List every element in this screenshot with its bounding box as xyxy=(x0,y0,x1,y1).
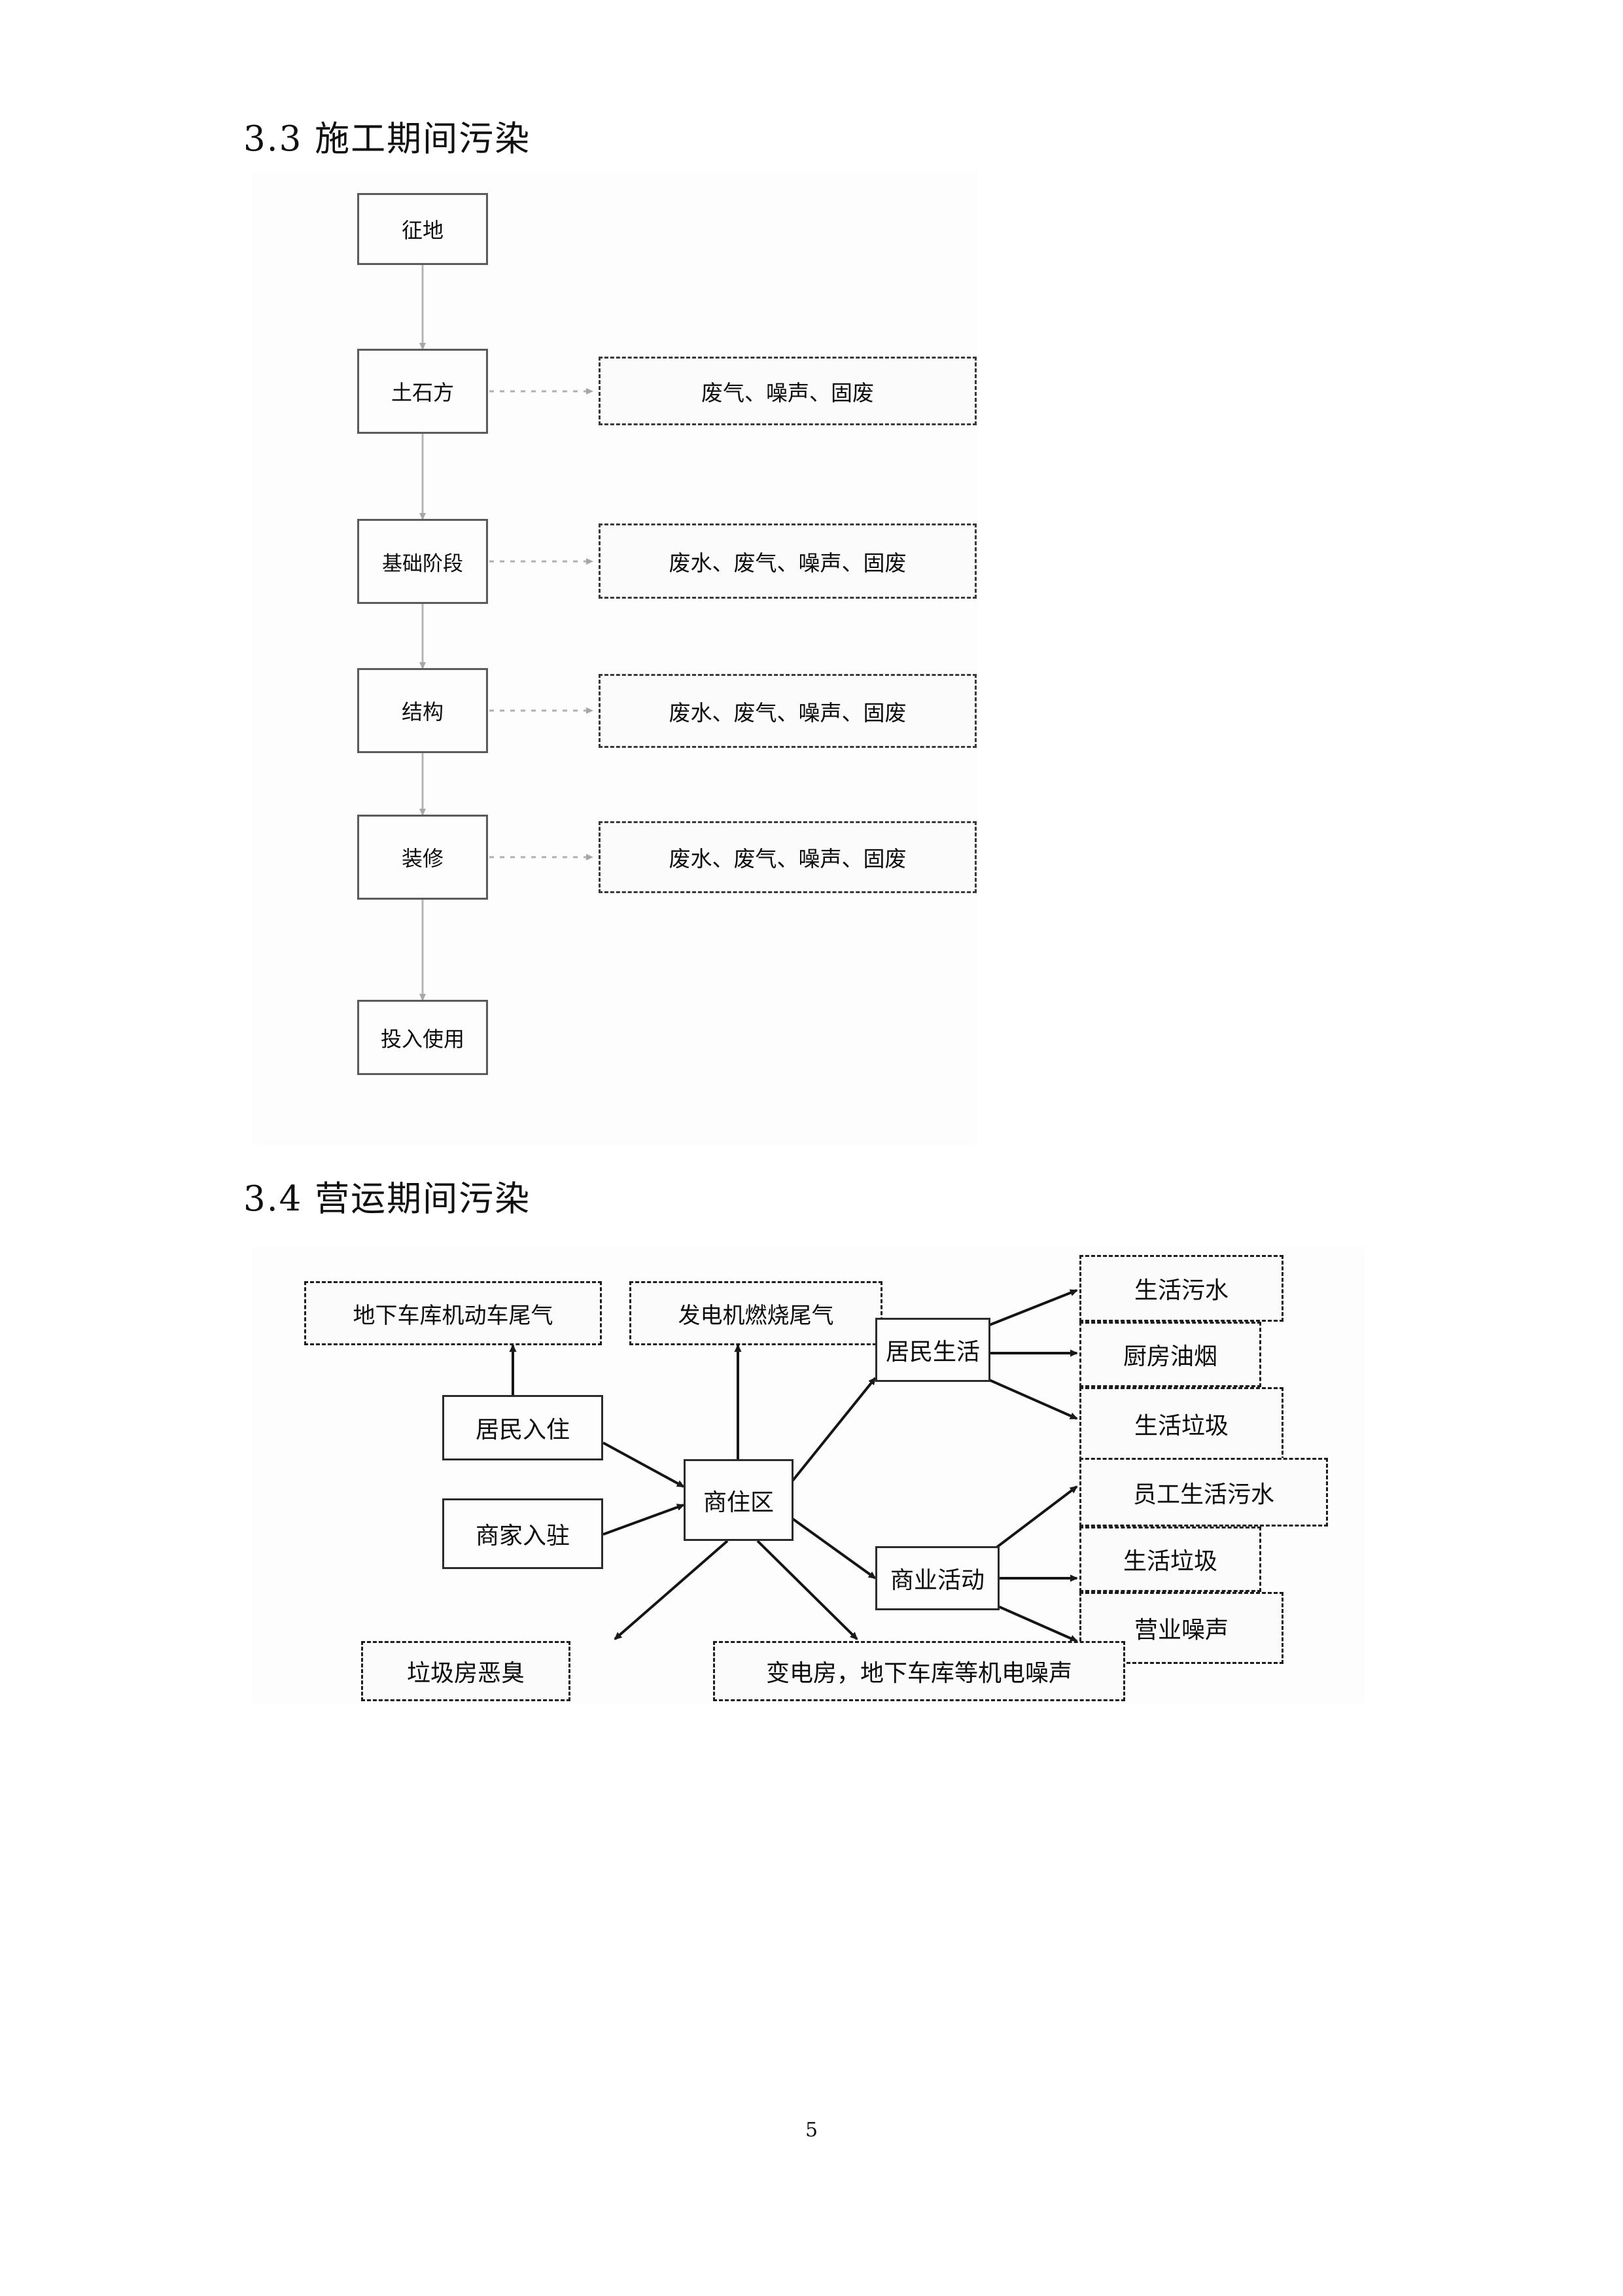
emission-box-garbage-room-odor[interactable]: 垃圾房恶臭 xyxy=(361,1641,570,1701)
emission-box-domestic-waste-residential[interactable]: 生活垃圾 xyxy=(1079,1387,1283,1460)
pollutant-box-stage-2[interactable]: 废水、废气、噪声、固废 xyxy=(599,523,977,599)
pollutant-box-stage-1[interactable]: 废气、噪声、固废 xyxy=(599,357,977,425)
flow-node-stage-3[interactable]: 结构 xyxy=(357,668,488,753)
pollutant-box-stage-3[interactable]: 废水、废气、噪声、固废 xyxy=(599,674,977,748)
flow-node-commercial-activity[interactable]: 商业活动 xyxy=(875,1546,1000,1610)
flow-node-merchants-move-in[interactable]: 商家入驻 xyxy=(442,1498,603,1569)
emission-box-kitchen-fumes[interactable]: 厨房油烟 xyxy=(1079,1322,1261,1387)
flow-node-stage-1[interactable]: 土石方 xyxy=(357,349,488,434)
flow-node-stage-0[interactable]: 征地 xyxy=(357,193,488,265)
flow-node-stage-5[interactable]: 投入使用 xyxy=(357,1000,488,1075)
emission-box-domestic-sewage[interactable]: 生活污水 xyxy=(1079,1255,1283,1322)
flow-node-stage-2[interactable]: 基础阶段 xyxy=(357,519,488,604)
section-heading-3-4: 3.4 营运期间污染 xyxy=(243,1179,531,1219)
pollutant-box-stage-4[interactable]: 废水、废气、噪声、固废 xyxy=(599,821,977,893)
emission-box-staff-sewage[interactable]: 员工生活污水 xyxy=(1079,1458,1328,1527)
section-heading-3-3: 3.3 施工期间污染 xyxy=(243,119,531,159)
flow-node-stage-4[interactable]: 装修 xyxy=(357,815,488,900)
figure-construction-scan-area xyxy=(253,171,977,1145)
emission-box-garage-exhaust[interactable]: 地下车库机动车尾气 xyxy=(304,1281,602,1345)
page-number: 5 xyxy=(805,2119,818,2142)
emission-box-domestic-waste-commercial[interactable]: 生活垃圾 xyxy=(1079,1527,1261,1592)
flow-node-commercial-residential-zone[interactable]: 商住区 xyxy=(684,1459,794,1541)
emission-box-generator-exhaust[interactable]: 发电机燃烧尾气 xyxy=(629,1281,882,1345)
flow-node-resident-living[interactable]: 居民生活 xyxy=(875,1318,990,1382)
emission-box-electromechanical-noise[interactable]: 变电房，地下车库等机电噪声 xyxy=(713,1641,1125,1701)
flow-node-residents-move-in[interactable]: 居民入住 xyxy=(442,1395,603,1460)
